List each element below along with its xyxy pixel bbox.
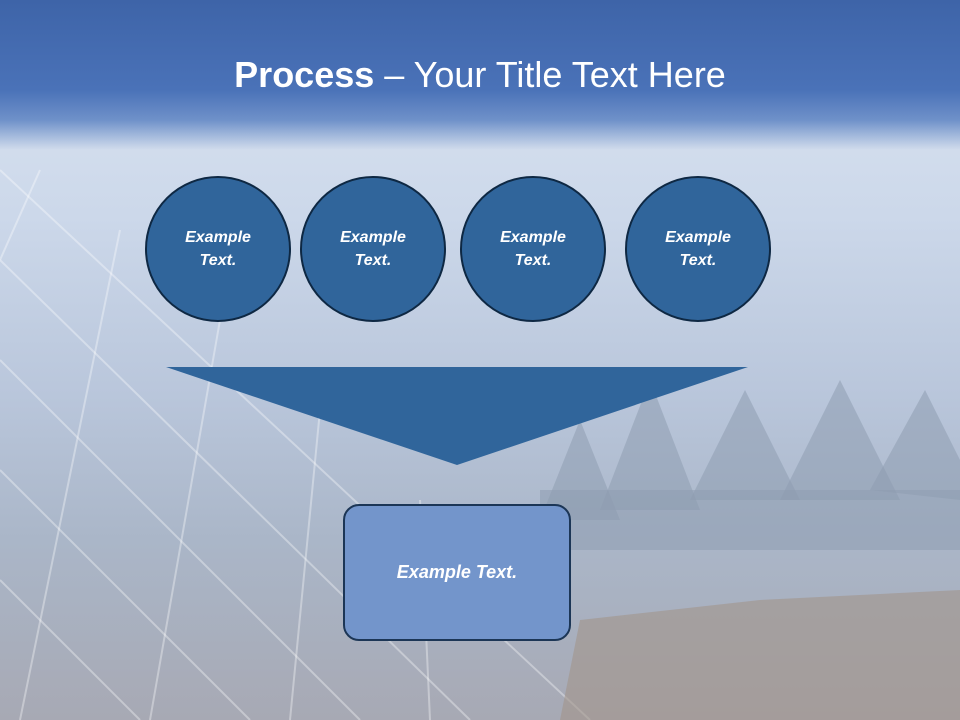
result-text: Example Text. [396, 562, 518, 582]
result-box[interactable]: Example Text. [343, 504, 571, 641]
title-bold-part: Process [234, 54, 375, 95]
title-banner [0, 0, 960, 150]
funnel-arrow-shape[interactable] [166, 367, 748, 467]
slide-title[interactable]: Process – Your Title Text Here [0, 52, 960, 98]
title-regular-part: – Your Title Text Here [374, 54, 726, 95]
